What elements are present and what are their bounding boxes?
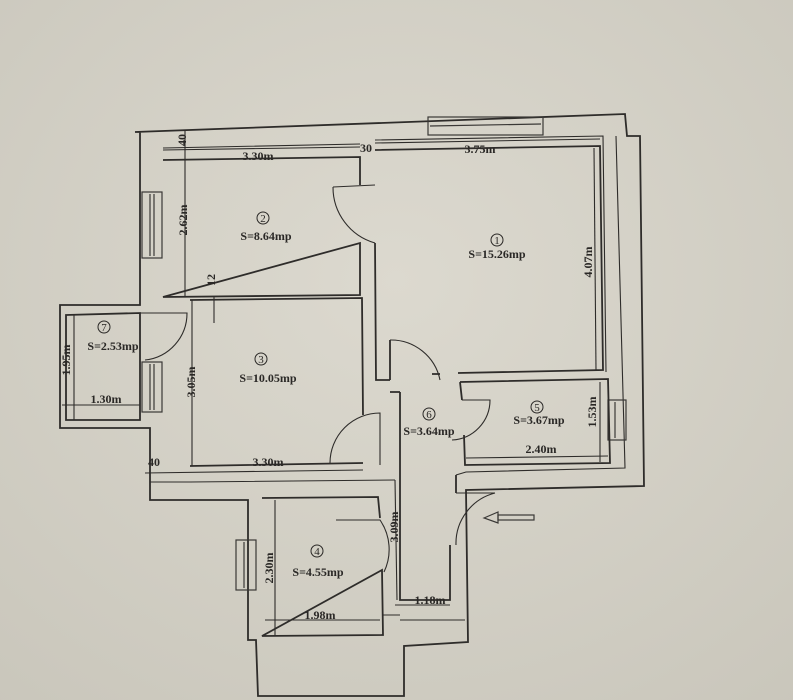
door-room-2 [332,184,376,244]
svg-text:3.30m: 3.30m [253,455,284,469]
room-5-walls [459,378,611,466]
window-left-room-2 [141,191,163,259]
svg-text:2.40m: 2.40m [526,442,557,456]
svg-text:5: 5 [534,402,540,414]
door-room-6 [389,339,441,381]
room-3-label: 3 S=10.05mp [239,352,297,385]
room-7-label: 7 S=2.53mp [87,320,139,353]
svg-text:1: 1 [494,235,500,247]
room-6-walls [389,340,457,601]
svg-text:1.95m: 1.95m [59,345,73,376]
svg-text:3.09m: 3.09m [387,512,401,543]
arrow-left-icon [482,511,535,524]
svg-text:40: 40 [148,455,160,469]
svg-text:S=3.67mp: S=3.67mp [513,413,565,427]
svg-text:40: 40 [175,134,189,146]
svg-text:4: 4 [314,546,320,558]
svg-text:S=10.05mp: S=10.05mp [239,371,297,385]
svg-text:S=8.64mp: S=8.64mp [240,229,292,243]
svg-text:2: 2 [260,213,266,225]
svg-text:1.18m: 1.18m [415,593,446,607]
window-room-5 [607,399,627,441]
room-2-label: 2 S=8.64mp [240,211,292,243]
svg-text:S=4.55mp: S=4.55mp [292,565,344,579]
dimension-lines [62,130,609,636]
outer-wall-inner [162,135,626,476]
svg-text:3.30m: 3.30m [243,149,274,163]
window-top [427,116,544,136]
room-6-label: 6 S=3.64mp [403,407,455,438]
svg-text:12: 12 [204,274,218,286]
svg-text:1.98m: 1.98m [305,608,336,622]
door-room-7 [140,312,188,361]
room-5-label: 5 S=3.67mp [513,400,565,427]
window-room-3 [141,361,163,413]
lower-walls [150,479,465,621]
svg-text:7: 7 [101,322,107,334]
room-2-walls [162,156,361,298]
door-room-4 [336,519,390,573]
svg-text:S=2.53mp: S=2.53mp [87,339,139,353]
svg-text:1.30m: 1.30m [91,392,122,406]
room-3-walls [189,297,364,467]
room-1-label: 1 S=15.26mp [468,233,526,261]
room-4-label: 4 S=4.55mp [292,544,344,579]
dimension-labels: 3.30m 3.75m 30 40 2.62m 4.07m 12 3.05m 3… [59,134,599,622]
svg-text:3: 3 [258,354,264,366]
room-7-walls [65,312,141,421]
svg-text:1.53m: 1.53m [585,397,599,428]
entrance-door [455,492,496,546]
outer-wall [59,113,645,697]
door-room-5 [451,399,491,441]
svg-text:S=3.64mp: S=3.64mp [403,424,455,438]
window-room-4 [235,539,257,591]
svg-text:3.75m: 3.75m [465,142,496,156]
svg-text:S=15.26mp: S=15.26mp [468,247,526,261]
room-4-walls [261,496,384,637]
svg-text:6: 6 [426,409,432,421]
svg-text:2.30m: 2.30m [262,553,276,584]
svg-text:3.05m: 3.05m [184,367,198,398]
svg-text:30: 30 [360,141,372,155]
svg-text:4.07m: 4.07m [581,247,595,278]
svg-text:2.62m: 2.62m [176,205,190,236]
door-room-3 [329,412,381,465]
